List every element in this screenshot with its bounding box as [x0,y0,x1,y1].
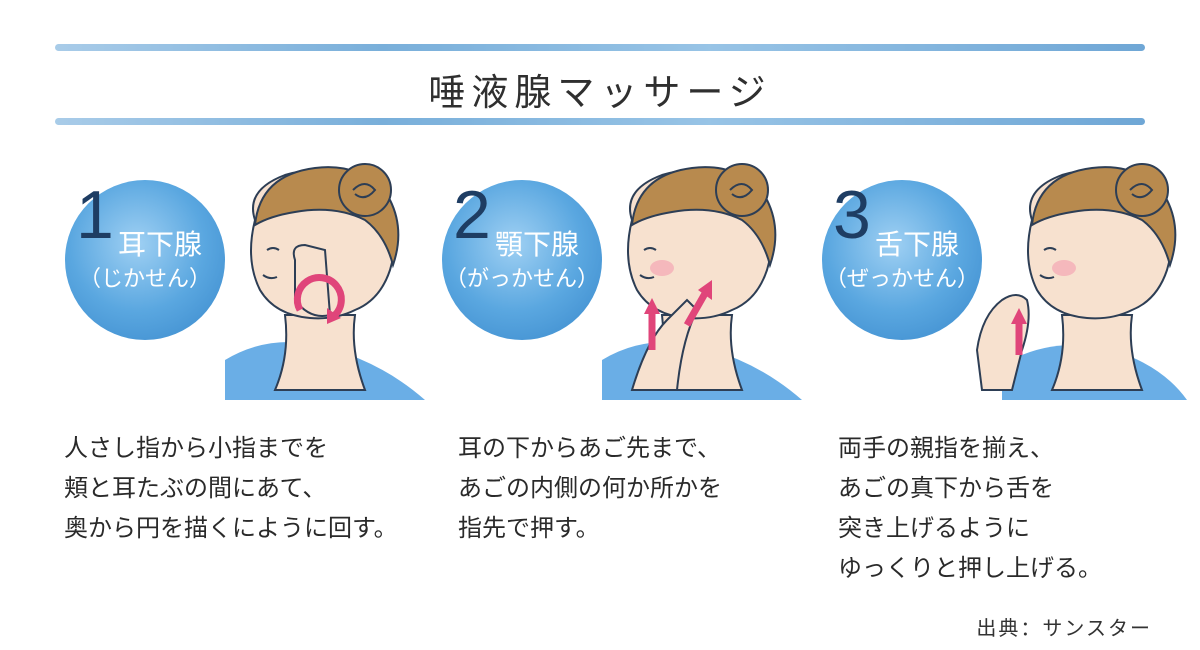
gland-reading: （じかせん） [78,267,211,292]
woman-pressing-jaw-illustration [602,163,802,400]
woman-massaging-cheek-illustration [225,163,425,400]
bottom-brush-stroke [55,118,1145,125]
description-sublingual: 両手の親指を揃え、 あごの真下から舌を 突き上げるように ゆっくりと押し上げる。 [838,428,1102,588]
panel-submandibular-gland: 2 顎下腺 （がっかせん） [432,150,812,400]
description-line: あごの内側の何か所かを [458,474,722,502]
top-brush-stroke [55,44,1145,51]
panel-parotid-gland: 1 耳下腺 （じかせん） [55,150,435,400]
gland-reading: （ぜっかせん） [824,267,979,292]
woman-pushing-under-chin-illustration [975,163,1187,400]
description-line: 指先で押す。 [458,514,600,542]
description-line: 頬と耳たぶの間にあて、 [64,474,327,502]
step-number: 2 [453,177,491,253]
description-line: 奥から円を描くにように回す。 [64,514,398,542]
gland-reading: （がっかせん） [444,267,599,292]
description-line: ゆっくりと押し上げる。 [838,554,1102,582]
description-submandibular: 耳の下からあご先まで、 あごの内側の何か所かを 指先で押す。 [458,428,722,548]
step-number: 1 [76,177,114,253]
step-badge: 3 舌下腺 （ぜっかせん） [817,175,982,340]
description-parotid: 人さし指から小指までを 頬と耳たぶの間にあて、 奥から円を描くにように回す。 [64,428,398,548]
panel-sublingual-gland: 3 舌下腺 （ぜっかせん） [812,150,1192,400]
step-badge: 1 耳下腺 （じかせん） [60,175,225,340]
watercolor-circle-icon [65,180,225,340]
gland-name: 耳下腺 [118,228,203,261]
watercolor-circle-icon [442,180,602,340]
description-line: 突き上げるように [838,514,1030,542]
step-badge: 2 顎下腺 （がっかせん） [437,175,602,340]
source-credit: 出典：サンスター [976,616,1152,640]
description-line: 耳の下からあご先まで、 [458,434,722,462]
watercolor-circle-icon [822,180,982,340]
gland-name: 舌下腺 [875,228,960,261]
page-title: 唾液腺マッサージ [428,71,772,114]
step-number: 3 [833,177,871,253]
description-line: 人さし指から小指までを [64,434,328,462]
gland-name: 顎下腺 [495,228,580,261]
description-line: 両手の親指を揃え、 [838,434,1054,462]
description-line: あごの真下から舌を [838,474,1054,502]
